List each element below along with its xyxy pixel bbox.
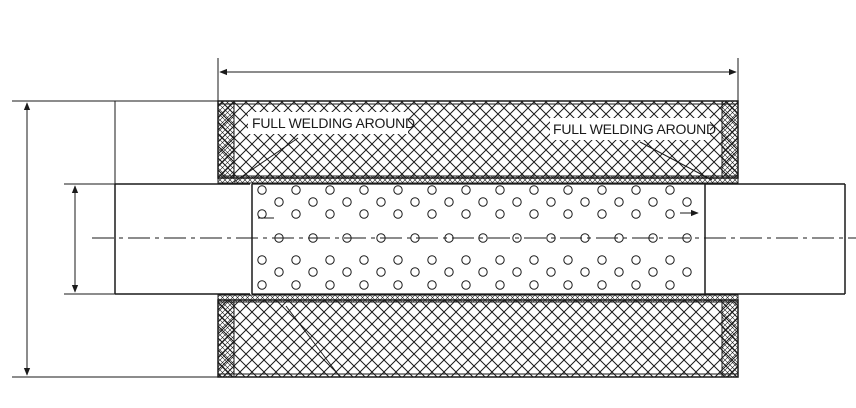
perforation-hole (308, 197, 318, 207)
perforation-hole (393, 255, 403, 265)
perforation-hole (512, 197, 522, 207)
perforation-hole (410, 197, 420, 207)
perforation-hole (461, 280, 471, 290)
perforation-hole (495, 209, 505, 219)
perforation-hole (393, 185, 403, 195)
perforation-hole (257, 280, 267, 290)
perforation-hole (427, 255, 437, 265)
perforation-hole (359, 185, 369, 195)
perforation-hole (427, 280, 437, 290)
perforation-hole (648, 197, 658, 207)
perforation-hole (359, 255, 369, 265)
perforation-hole (665, 185, 675, 195)
perforation-hole (342, 197, 352, 207)
perforation-hole (325, 255, 335, 265)
perforation-hole (563, 280, 573, 290)
perforation-hole (529, 255, 539, 265)
perforation-hole (291, 209, 301, 219)
weld-note-right: FULL WELDING AROUND (553, 121, 716, 137)
perforation-hole (682, 197, 692, 207)
perforation-hole (461, 185, 471, 195)
perforation-hole (495, 185, 505, 195)
perforation-hole (325, 209, 335, 219)
pipes (114, 183, 846, 295)
perforation-hole (631, 209, 641, 219)
perforation-hole (529, 280, 539, 290)
perforation-hole (427, 185, 437, 195)
perforation-hole (393, 280, 403, 290)
perforation-hole (597, 280, 607, 290)
perforation-hole (274, 267, 284, 277)
perforation-hole (529, 209, 539, 219)
perforation-hole (444, 267, 454, 277)
perforation-hole (359, 209, 369, 219)
perforation-hole (597, 185, 607, 195)
perforation-hole (478, 197, 488, 207)
perforation-hole (325, 185, 335, 195)
leader-lines (233, 137, 713, 378)
perforation-hole (597, 209, 607, 219)
perforation-hole (274, 197, 284, 207)
perforation-hole (563, 255, 573, 265)
dimension-lines (12, 58, 739, 378)
perforation-holes (257, 185, 692, 290)
perforation-hole (257, 185, 267, 195)
perforation-hole (546, 267, 556, 277)
perforation-hole (291, 280, 301, 290)
perforation-hole (376, 267, 386, 277)
perforation-hole (563, 209, 573, 219)
perforation-hole (631, 255, 641, 265)
outer-shell (217, 100, 739, 378)
perforation-hole (393, 209, 403, 219)
perforation-hole (495, 280, 505, 290)
perforation-hole (597, 255, 607, 265)
flow-arrows (258, 209, 699, 219)
perforation-hole (614, 197, 624, 207)
perforation-hole (359, 280, 369, 290)
perforation-hole (648, 267, 658, 277)
perforation-hole (478, 267, 488, 277)
perforation-hole (342, 267, 352, 277)
perforation-hole (512, 267, 522, 277)
perforation-hole (665, 280, 675, 290)
perforation-hole (444, 197, 454, 207)
weld-annotations: FULL WELDING AROUND FULL WELDING AROUND (248, 112, 716, 140)
perforation-hole (410, 267, 420, 277)
perforation-hole (495, 255, 505, 265)
perforation-hole (665, 209, 675, 219)
perforation-hole (257, 209, 267, 219)
perforation-hole (461, 255, 471, 265)
perforation-hole (563, 185, 573, 195)
perforation-hole (291, 255, 301, 265)
perforation-hole (580, 197, 590, 207)
perforation-hole (580, 267, 590, 277)
perforation-hole (631, 280, 641, 290)
perforation-hole (546, 197, 556, 207)
perforation-hole (427, 209, 437, 219)
perforation-hole (257, 255, 267, 265)
perforation-hole (631, 185, 641, 195)
perforation-hole (308, 267, 318, 277)
perforation-hole (665, 255, 675, 265)
perforation-hole (461, 209, 471, 219)
perforation-hole (682, 267, 692, 277)
perforation-hole (325, 280, 335, 290)
perforation-hole (529, 185, 539, 195)
weld-note-left: FULL WELDING AROUND (252, 115, 415, 131)
perforation-hole (291, 185, 301, 195)
perforation-hole (614, 267, 624, 277)
perforation-hole (376, 197, 386, 207)
